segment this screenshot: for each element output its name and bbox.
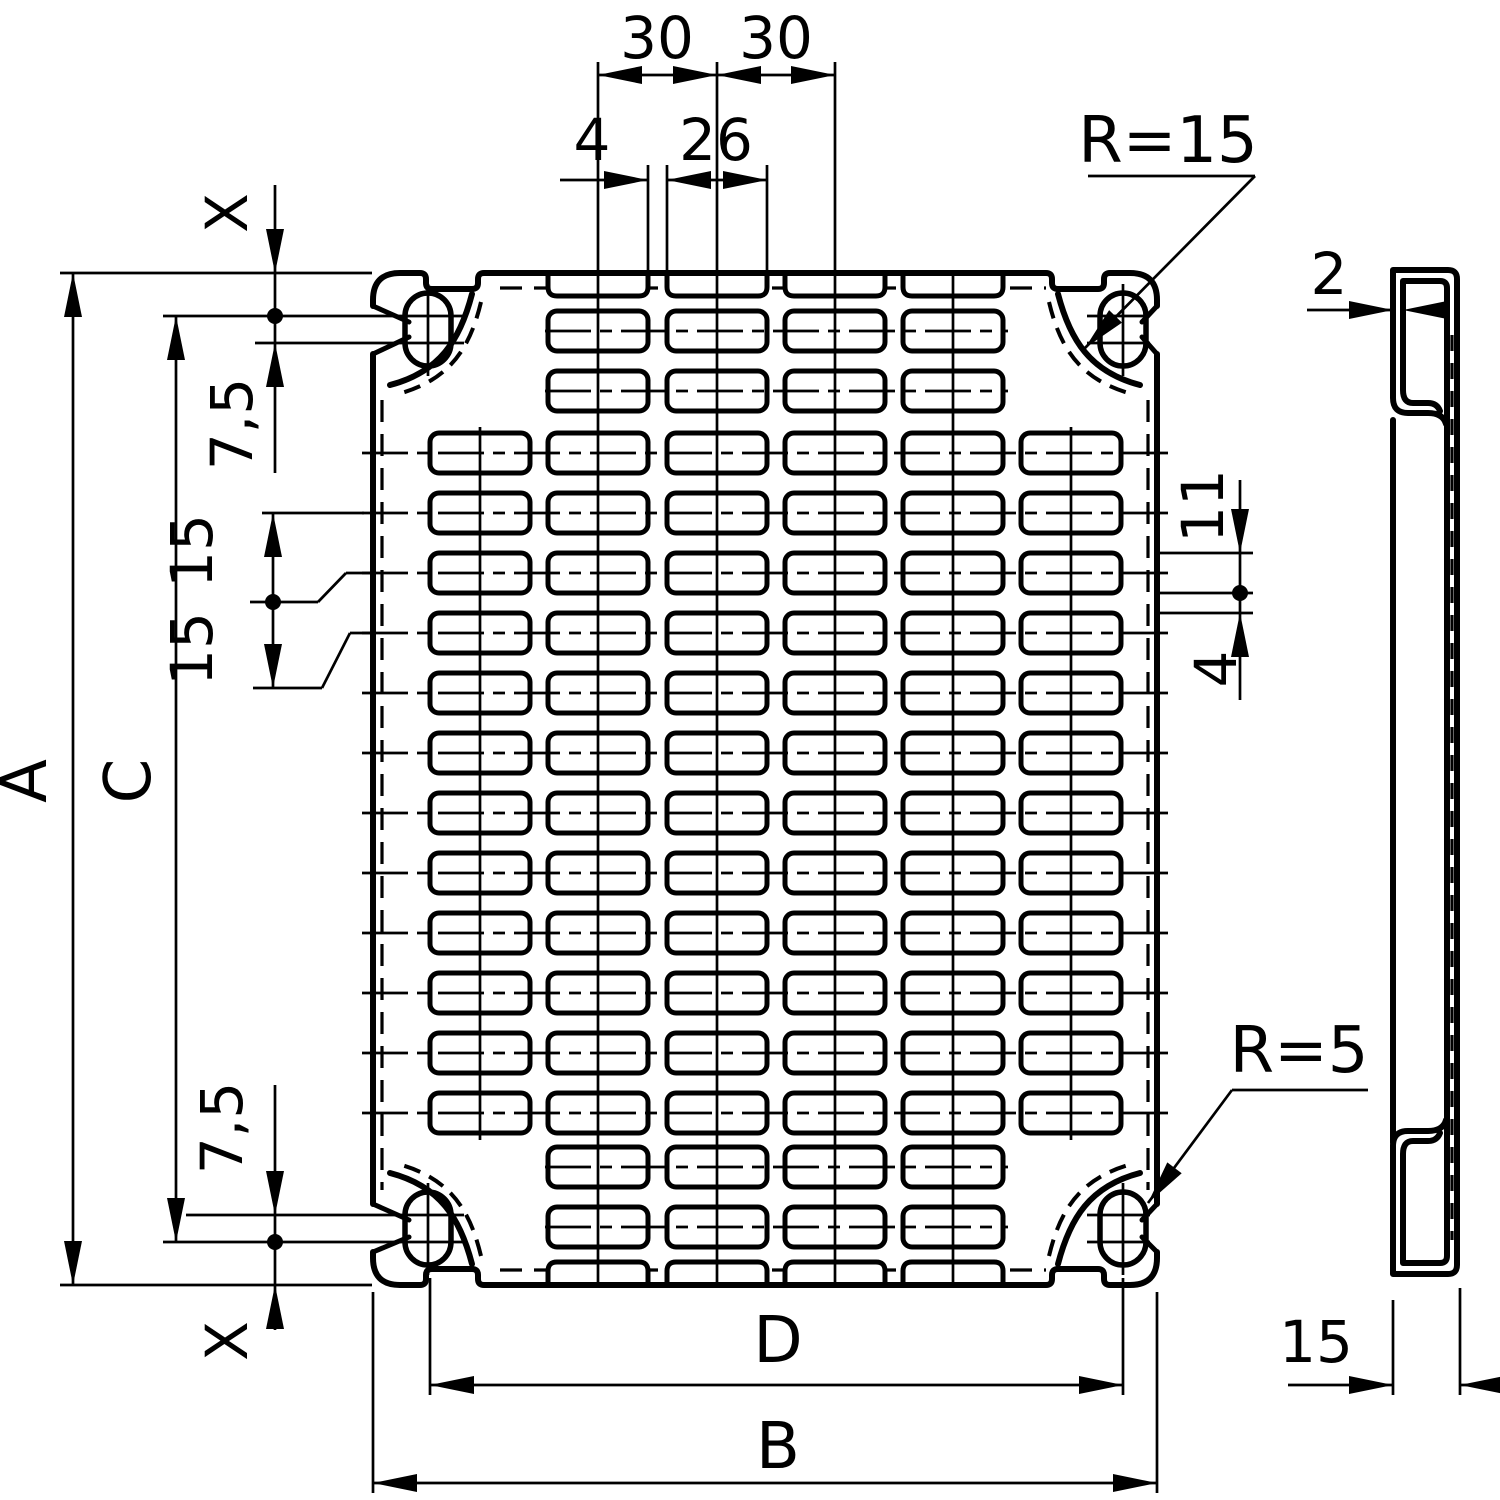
dim-label-offset-bottom: 7,5 xyxy=(188,1082,256,1174)
arrowhead xyxy=(1349,1376,1393,1394)
corner-arc-top-right xyxy=(1055,291,1143,388)
dimension-and-extension-lines xyxy=(60,62,1500,1493)
corner-fold-arc-bottom-right xyxy=(1047,1162,1133,1257)
arrowhead xyxy=(723,171,767,189)
arrowhead xyxy=(1460,1376,1500,1394)
dim-label-slot-gap: 4 xyxy=(574,106,611,174)
corner-arc-top-left xyxy=(387,291,475,388)
arrowhead xyxy=(430,1376,474,1394)
arrowhead xyxy=(64,1241,82,1285)
dim-label-pitch-right: 30 xyxy=(739,4,813,72)
dim-label-thickness: 2 xyxy=(1311,240,1348,308)
reference-dot xyxy=(1232,585,1248,601)
dim-label-grid-lower: 15 xyxy=(158,612,226,686)
reference-dot xyxy=(267,308,283,324)
reference-dot xyxy=(267,1234,283,1250)
corner-fold-arc-top-right xyxy=(1047,301,1133,396)
arrowhead xyxy=(604,171,648,189)
thin-line xyxy=(320,632,352,689)
arrowhead xyxy=(1113,1474,1157,1492)
thin-line xyxy=(317,572,347,603)
plate-outline xyxy=(370,270,1160,1288)
arrowhead xyxy=(64,273,82,317)
dim-label-offset-top: 7,5 xyxy=(198,378,266,470)
arrowhead xyxy=(1079,1376,1123,1394)
dim-label-slot-radius: R=5 xyxy=(1230,1014,1369,1088)
dim-label-row-gap: 4 xyxy=(1182,651,1250,688)
arrowhead xyxy=(266,343,284,387)
dim-label-grid-upper: 15 xyxy=(158,514,226,588)
arrowhead xyxy=(1231,613,1249,657)
keyhole-mouths xyxy=(370,303,1160,1255)
arrowhead xyxy=(1148,1162,1182,1203)
arrowhead xyxy=(266,1171,284,1215)
reference-dot xyxy=(265,594,281,610)
row-centerlines xyxy=(362,329,1168,1229)
perforation-slots xyxy=(427,271,1124,1287)
front-view-outline xyxy=(370,270,1160,1288)
dim-label-slot-width: 26 xyxy=(679,106,753,174)
arrowhead xyxy=(1231,509,1249,553)
arrowhead xyxy=(667,171,711,189)
reference-dots xyxy=(265,308,1248,1250)
dim-label-x-top: X xyxy=(193,193,261,233)
side-view-profile xyxy=(1390,267,1460,1277)
dim-label-overall-height: A xyxy=(0,759,62,803)
arrowhead xyxy=(167,1198,185,1242)
arrowhead xyxy=(264,513,282,557)
arrowhead xyxy=(1085,310,1122,348)
arrowhead xyxy=(673,66,717,84)
corner-fold-arc-top-left xyxy=(397,301,483,396)
dim-label-slot-height: 11 xyxy=(1169,469,1237,543)
arrowhead xyxy=(791,66,835,84)
corner-arc-bottom-left xyxy=(387,1170,475,1267)
arrowhead xyxy=(264,644,282,688)
dim-label-hole-center-width: D xyxy=(753,1304,802,1378)
corner-arc-bottom-right xyxy=(1055,1170,1143,1267)
dim-label-x-bottom: X xyxy=(193,1321,261,1361)
dimension-labels: 30 30 4 26 R=15 2 X 7,5 15 15 C A 7,5 X … xyxy=(0,4,1368,1484)
arrowhead xyxy=(266,1285,284,1329)
dim-label-hole-center-height: C xyxy=(92,759,166,804)
arrowhead xyxy=(373,1474,417,1492)
corner-fold-arc-bottom-left xyxy=(397,1162,483,1257)
arrowhead xyxy=(266,229,284,273)
arrowhead xyxy=(717,66,761,84)
arrowhead xyxy=(167,316,185,360)
arrowhead xyxy=(1349,301,1393,319)
dim-label-overall-width: B xyxy=(756,1410,800,1484)
dim-label-profile-depth: 15 xyxy=(1279,1308,1353,1376)
arrowhead xyxy=(1403,301,1447,319)
dim-label-pitch-left: 30 xyxy=(620,4,694,72)
side-view-outline xyxy=(1390,267,1460,1277)
dim-label-corner-radius: R=15 xyxy=(1078,104,1258,178)
arrowhead xyxy=(598,66,642,84)
dimension-arrowheads xyxy=(64,66,1500,1492)
